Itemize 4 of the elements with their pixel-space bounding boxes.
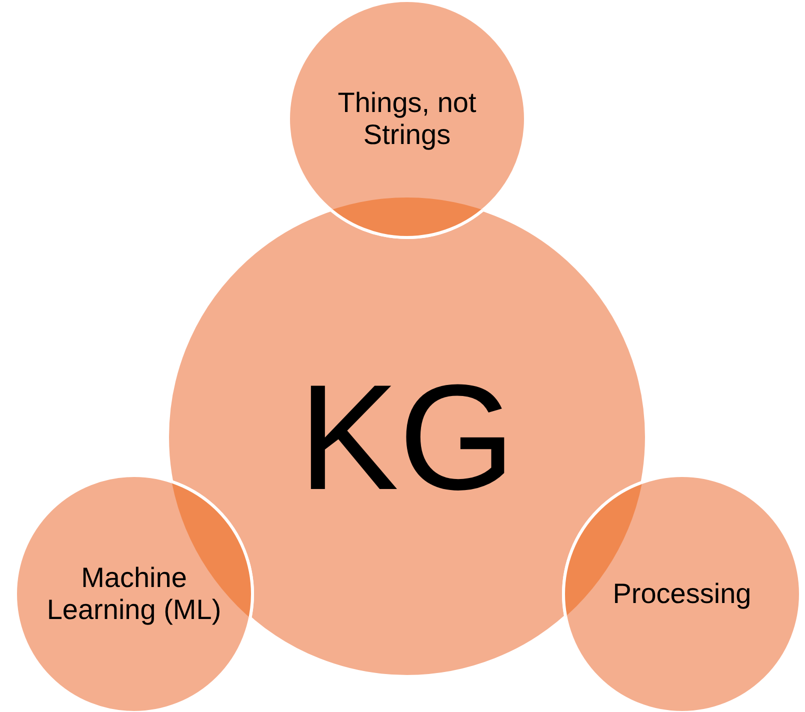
topic-label: Processing <box>612 578 752 610</box>
topic-label: Things, not Strings <box>336 86 478 152</box>
topic-label: Machine Learning (ML) <box>46 562 222 626</box>
main-label: KG <box>298 362 516 512</box>
